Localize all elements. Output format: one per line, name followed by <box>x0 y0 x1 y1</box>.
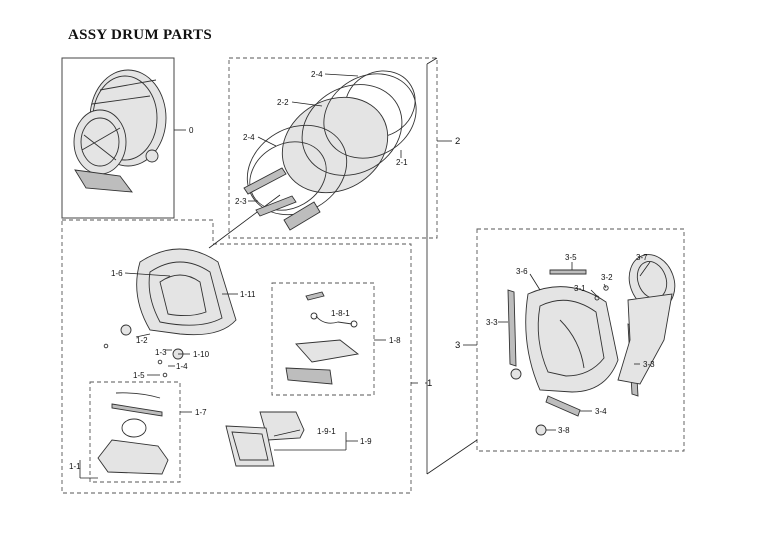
callout-1-2: 1-2 <box>136 336 148 345</box>
callout-3-4: 3-4 <box>595 407 607 416</box>
callout-2: 2 <box>455 136 460 147</box>
callout-1-7: 1-7 <box>195 408 207 417</box>
callout-3-1: 3-1 <box>574 284 586 293</box>
callout-1: 1 <box>427 378 432 389</box>
group-3-box <box>476 228 685 452</box>
callout-1-11: 1-11 <box>240 290 256 299</box>
group-2-box <box>228 57 438 239</box>
rear-bulkhead-illustration <box>507 254 676 436</box>
callout-1-9-1: 1-9-1 <box>317 427 336 436</box>
callout-3-6: 3-6 <box>516 267 528 276</box>
assembly-0-box <box>61 57 175 219</box>
callout-2-3: 2-3 <box>235 197 247 206</box>
callout-3-2: 3-2 <box>601 273 613 282</box>
group-1-8-box <box>271 282 375 396</box>
callout-2-4a: 2-4 <box>311 70 323 79</box>
callout-1-3: 1-3 <box>155 348 167 357</box>
callout-1-5: 1-5 <box>133 371 145 380</box>
sensor-group-1-8-illustration <box>285 291 360 385</box>
group-1-7-box <box>89 381 181 483</box>
callout-1-8-1: 1-8-1 <box>331 309 350 318</box>
callout-3-3a: 3-3 <box>486 318 498 327</box>
callout-1-4: 1-4 <box>176 362 188 371</box>
callout-1-8: 1-8 <box>389 336 401 345</box>
duct-group-1-9-illustration <box>225 411 305 467</box>
callout-3-8: 3-8 <box>558 426 570 435</box>
callout-3-5: 3-5 <box>565 253 577 262</box>
leader-lines <box>79 73 651 479</box>
callout-1-1: 1-1 <box>69 462 81 471</box>
front-frame-illustration <box>103 248 237 378</box>
callout-2-1: 2-1 <box>396 158 408 167</box>
callout-1-9: 1-9 <box>360 437 372 446</box>
filter-group-1-7-illustration <box>97 392 169 475</box>
callout-1-6: 1-6 <box>111 269 123 278</box>
callout-0: 0 <box>189 126 194 135</box>
callout-1-10: 1-10 <box>193 350 210 359</box>
callout-3: 3 <box>455 340 460 351</box>
page-title: ASSY DRUM PARTS <box>68 27 212 43</box>
drum-group-2-illustration <box>243 70 417 231</box>
callout-3-3b: 3-3 <box>643 360 655 369</box>
callout-3-7: 3-7 <box>636 253 648 262</box>
drum-assembly-illustration <box>73 69 167 193</box>
group-1-box <box>61 219 412 494</box>
callout-2-4b: 2-4 <box>243 133 255 142</box>
callout-2-2: 2-2 <box>277 98 289 107</box>
